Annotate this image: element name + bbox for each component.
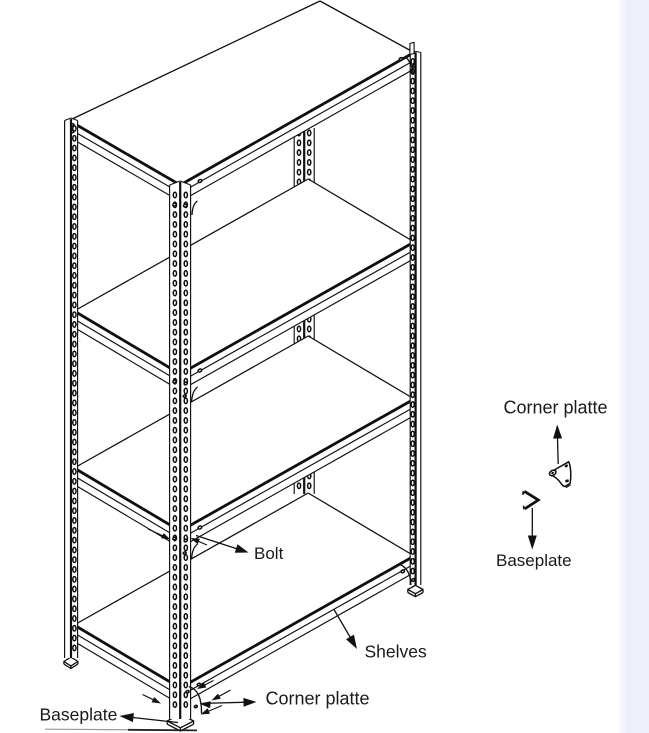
svg-text:Shelves: Shelves <box>365 642 428 662</box>
svg-text:Corner platte: Corner platte <box>504 398 608 418</box>
svg-text:Baseplate: Baseplate <box>496 551 572 570</box>
svg-text:Bolt: Bolt <box>254 544 284 563</box>
svg-text:Baseplate: Baseplate <box>40 705 118 725</box>
svg-text:Corner platte: Corner platte <box>266 689 370 709</box>
